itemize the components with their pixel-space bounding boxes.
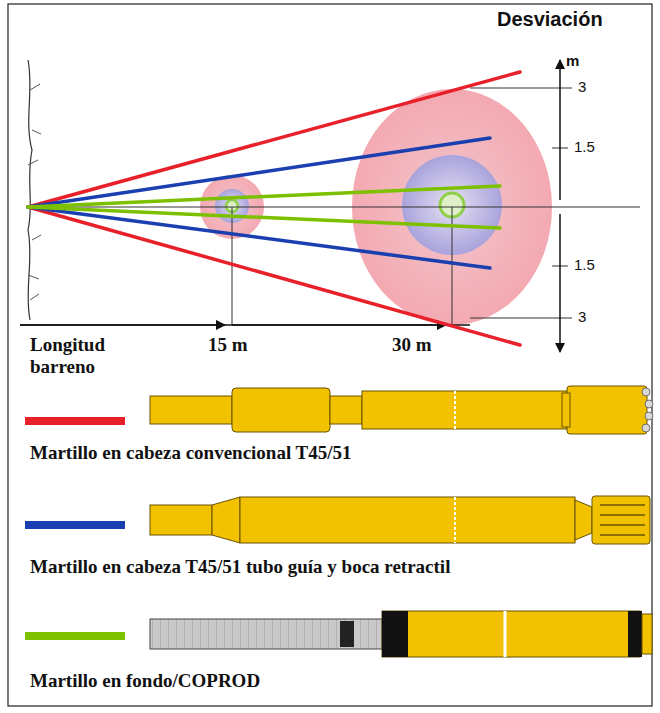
tick-label: 1.5 — [574, 138, 595, 155]
legend-swatch — [25, 521, 125, 529]
legend-label: Martillo en cabeza convencional T45/51 — [30, 442, 352, 464]
drill-string-dth — [150, 611, 652, 657]
drill-string-guide-tube — [150, 496, 650, 544]
legend-label: Martillo en cabeza T45/51 tubo guía y bo… — [30, 556, 450, 578]
frame — [8, 4, 652, 706]
legend-label: Martillo en fondo/COPROD — [30, 670, 260, 692]
legend-swatch — [25, 417, 125, 425]
drill-string-conventional — [150, 386, 647, 434]
axis-unit: m — [566, 52, 579, 69]
tick-label: 3 — [578, 78, 586, 95]
axis-title: Longitud barreno — [30, 334, 160, 378]
distance-label: 15 m — [208, 334, 248, 356]
chart-title: Desviación — [497, 8, 603, 31]
tick-label: 1.5 — [574, 256, 595, 273]
legend-swatch — [25, 632, 125, 640]
distance-label: 30 m — [392, 334, 432, 356]
tick-label: 3 — [578, 308, 586, 325]
